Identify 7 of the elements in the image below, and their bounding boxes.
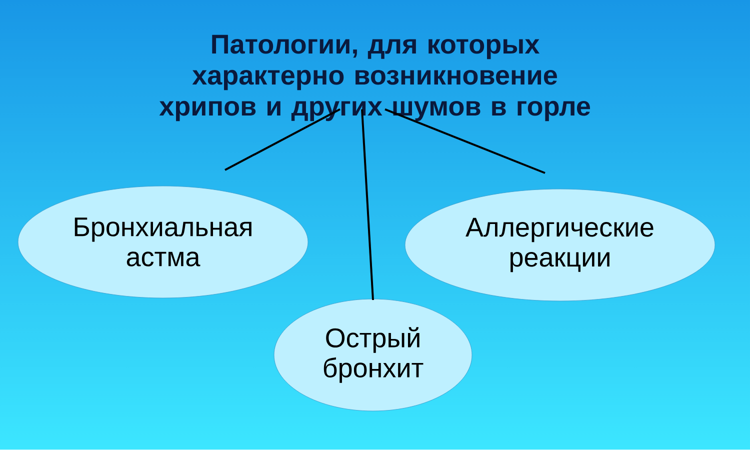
connector-line bbox=[361, 109, 374, 300]
title-text: Патологии, для которых характерно возникновение хрипов и других шумов в горле bbox=[159, 34, 590, 122]
connector-line bbox=[384, 108, 546, 174]
ellipse-node: Острый бронхит bbox=[274, 298, 472, 412]
ellipse-node: Бронхиальная астма bbox=[18, 186, 308, 298]
connector-line bbox=[224, 108, 340, 171]
ellipse-node: Аллергические реакции bbox=[404, 188, 716, 302]
